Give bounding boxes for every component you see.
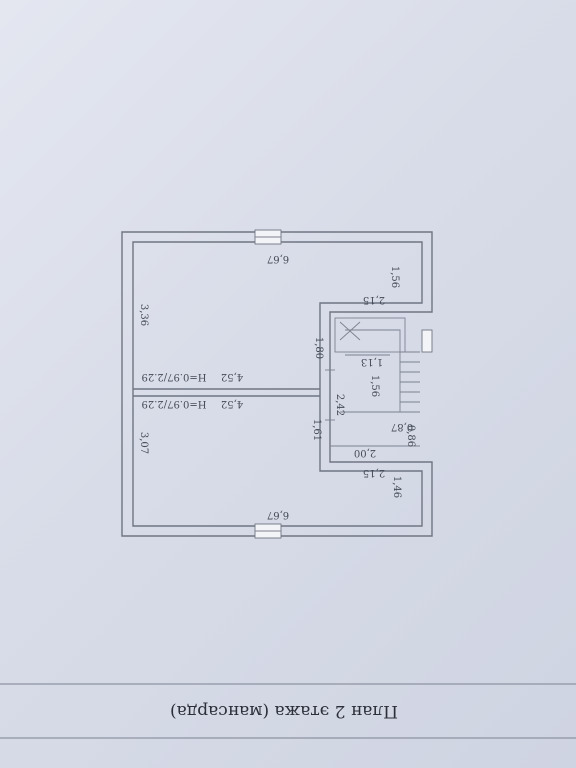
dim-stair-flight: 1,56 <box>369 375 380 397</box>
outer-walls <box>121 231 433 537</box>
dim-room-top-length: 4,52 <box>221 371 243 382</box>
dim-stair-bottom-a: 0,87 <box>391 421 413 432</box>
dim-stair-landing: 1,13 <box>361 356 383 367</box>
dim-bottom-right-width: 2,15 <box>363 467 385 478</box>
dim-bottom-right-height: 1,46 <box>391 476 402 498</box>
dimension-labels: 6,67 6,67 3,36 3,07 4,52 H=0.97/2.29 4,5… <box>138 253 416 520</box>
dim-room-top-height: H=0.97/2.29 <box>142 371 207 382</box>
window-right <box>421 329 433 353</box>
plan-title: План 2 этажа (мансарда) <box>170 701 398 721</box>
staircase <box>325 317 420 447</box>
dim-hall-height: 2,42 <box>334 394 345 416</box>
dim-top-width: 6,67 <box>267 253 289 264</box>
dim-hall-width: 2,00 <box>354 447 376 458</box>
dim-hall-small: 1,61 <box>311 419 322 441</box>
dim-room-bottom-length: 4,52 <box>221 398 243 409</box>
dim-room-bottom-height: H=0.97/2.29 <box>142 398 207 409</box>
dim-top-right-height: 1,56 <box>389 266 400 288</box>
dim-top-left-height: 3,36 <box>138 304 149 326</box>
dim-bottom-width: 6,67 <box>267 509 289 520</box>
dim-bottom-left-height: 3,07 <box>138 432 149 454</box>
dim-top-right-width: 2,15 <box>363 294 385 305</box>
dim-stair-bottom-b: 0,86 <box>405 425 416 447</box>
dim-stair-offset: 1,80 <box>313 337 324 359</box>
